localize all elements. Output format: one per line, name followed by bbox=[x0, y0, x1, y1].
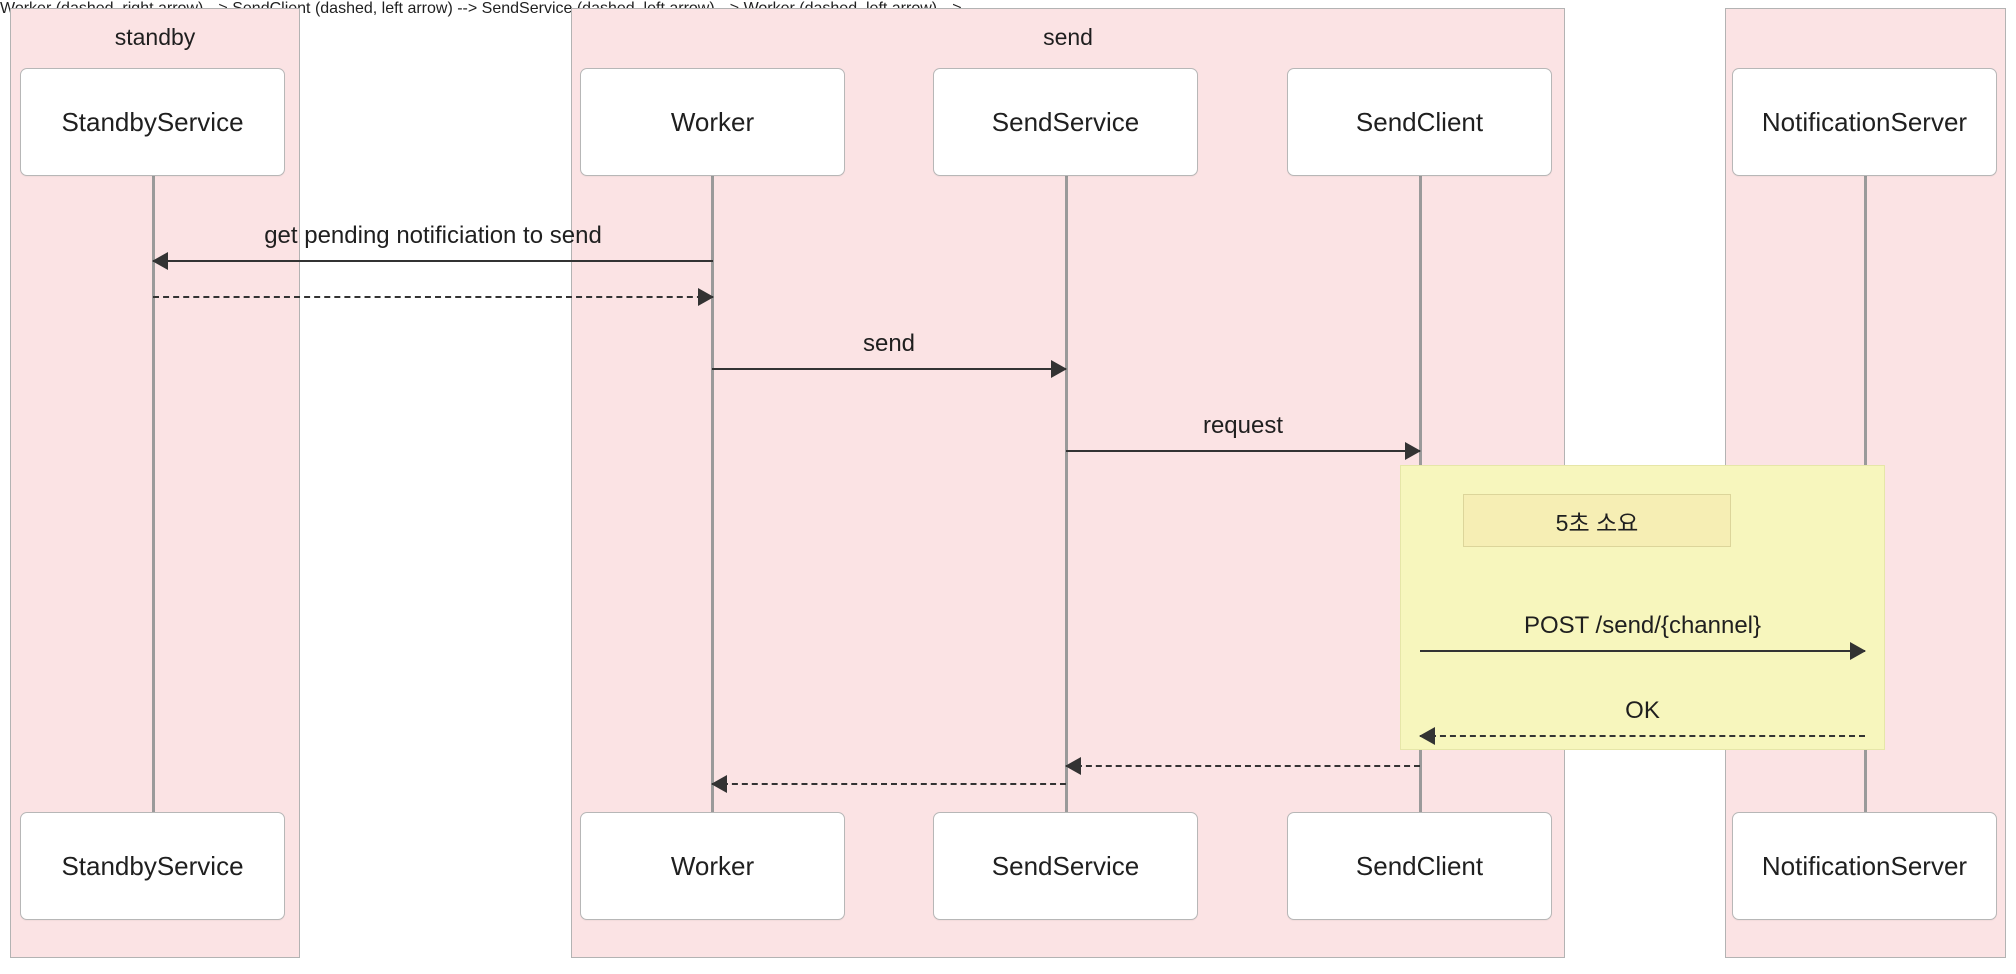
participant-top-standbyservice[interactable]: StandbyService bbox=[20, 68, 285, 176]
arrowhead-left bbox=[1419, 727, 1435, 745]
participant-bottom-standbyservice[interactable]: StandbyService bbox=[20, 812, 285, 920]
arrowhead-right bbox=[698, 288, 714, 306]
participant-top-sendservice[interactable]: SendService bbox=[933, 68, 1198, 176]
message-line bbox=[1066, 450, 1420, 452]
lifeline-sendservice bbox=[1065, 175, 1068, 813]
message-label: POST /send/{channel} bbox=[1523, 612, 1762, 639]
message-line bbox=[153, 296, 713, 298]
arrowhead-right bbox=[1051, 360, 1067, 378]
participant-bottom-worker[interactable]: Worker bbox=[580, 812, 845, 920]
participant-label-sendservice: SendService bbox=[991, 106, 1140, 137]
group-label-standby: standby bbox=[114, 24, 196, 50]
message-label: get pending notificiation to send bbox=[264, 222, 602, 249]
participant-label-standbyservice: StandbyService bbox=[61, 106, 244, 137]
note-label-5s: 5초 소요 bbox=[1463, 494, 1731, 547]
note-label-text: 5초 소요 bbox=[1555, 509, 1639, 536]
participant-label-worker: Worker bbox=[670, 106, 755, 137]
lifeline-standbyservice bbox=[152, 175, 155, 813]
participant-top-worker[interactable]: Worker bbox=[580, 68, 845, 176]
message-line bbox=[1066, 765, 1420, 767]
participant-bottom-sendclient[interactable]: SendClient bbox=[1287, 812, 1552, 920]
message-line bbox=[1420, 735, 1865, 737]
participant-label-worker: Worker bbox=[670, 850, 755, 881]
lifeline-worker bbox=[711, 175, 714, 813]
message-line bbox=[153, 260, 713, 262]
participant-label-notificationserver: NotificationServer bbox=[1761, 850, 1968, 881]
message-line bbox=[712, 783, 1066, 785]
participant-label-standbyservice: StandbyService bbox=[61, 850, 244, 881]
message-label: OK bbox=[1625, 697, 1660, 724]
arrowhead-left bbox=[1065, 757, 1081, 775]
message-line bbox=[1420, 650, 1865, 652]
participant-label-sendclient: SendClient bbox=[1355, 106, 1484, 137]
message-label: request bbox=[1202, 412, 1284, 439]
group-label-send: send bbox=[1043, 24, 1093, 50]
participant-bottom-notificationserver[interactable]: NotificationServer bbox=[1732, 812, 1997, 920]
arrowhead-right bbox=[1850, 642, 1866, 660]
participant-label-notificationserver: NotificationServer bbox=[1761, 106, 1968, 137]
participant-label-sendclient: SendClient bbox=[1355, 850, 1484, 881]
message-label: send bbox=[862, 330, 916, 357]
arrowhead-left bbox=[152, 252, 168, 270]
participant-label-sendservice: SendService bbox=[991, 850, 1140, 881]
participant-bottom-sendservice[interactable]: SendService bbox=[933, 812, 1198, 920]
participant-top-sendclient[interactable]: SendClient bbox=[1287, 68, 1552, 176]
message-line bbox=[712, 368, 1066, 370]
participant-top-notificationserver[interactable]: NotificationServer bbox=[1732, 68, 1997, 176]
arrowhead-left bbox=[711, 775, 727, 793]
arrowhead-right bbox=[1405, 442, 1421, 460]
